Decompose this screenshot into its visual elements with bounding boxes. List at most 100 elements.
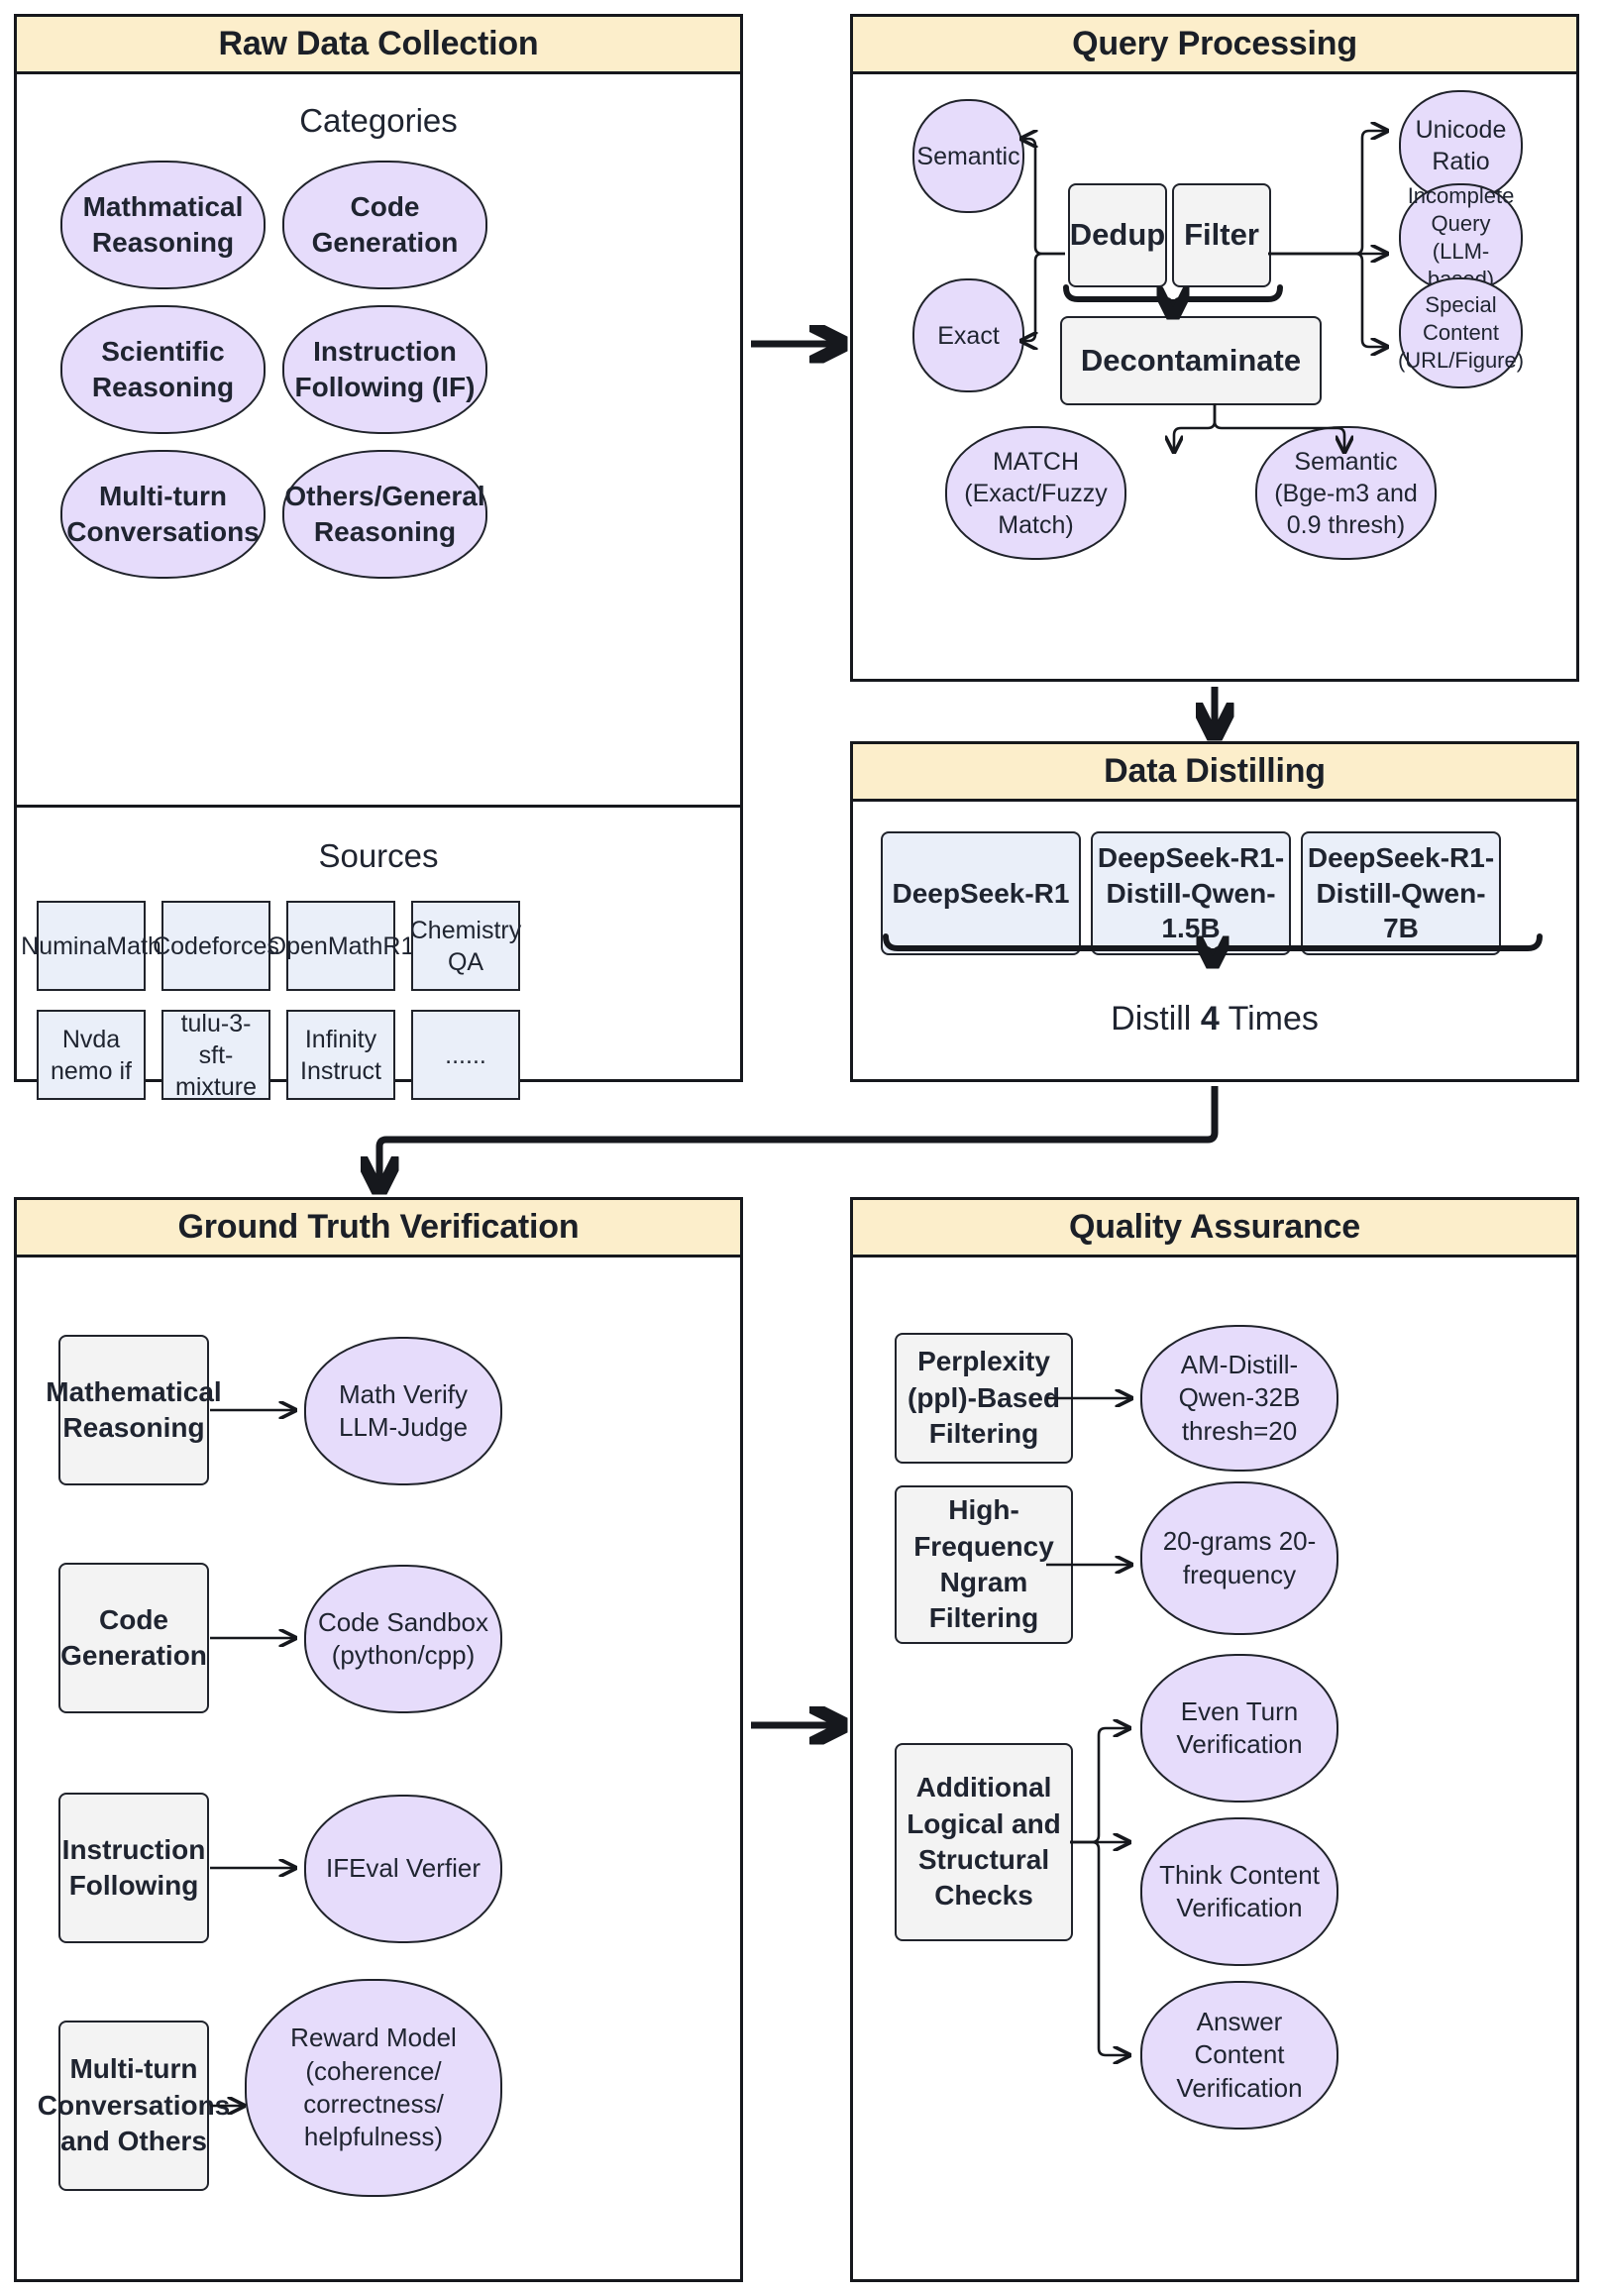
process-label: Decontaminate xyxy=(1080,342,1302,378)
sources-heading: Sources xyxy=(318,837,439,874)
node-label: Semantic (Bge-m3 and 0.9 thresh) xyxy=(1274,447,1418,539)
source-label: Codeforces xyxy=(153,931,279,960)
category-code-generation[interactable]: Code Generation xyxy=(282,161,487,289)
result-label: AM-Distill-Qwen-32B thresh=20 xyxy=(1178,1350,1301,1446)
task-label: Multi-turn Conversations and Others xyxy=(37,2053,231,2157)
filter-output-incomplete-query[interactable]: Incomplete Query (LLM-based) xyxy=(1399,183,1523,292)
dedup-output-semantic[interactable]: Semantic xyxy=(912,99,1024,213)
source-label: Nvda nemo if xyxy=(51,1025,132,1085)
category-mathematical-reasoning[interactable]: Mathmatical Reasoning xyxy=(60,161,266,289)
source-label: tulu-3-sft-mixture xyxy=(175,1009,257,1101)
filter-output-special-content[interactable]: Special Content (URL/Figure) xyxy=(1397,277,1525,388)
decontaminate-output-semantic[interactable]: Semantic (Bge-m3 and 0.9 thresh) xyxy=(1255,426,1437,560)
model-label: DeepSeek-R1-Distill-Qwen-1.5B xyxy=(1097,841,1285,944)
gtv-verifier-math-verify[interactable]: Math Verify LLM-Judge xyxy=(304,1337,502,1485)
gtv-verifier-reward-model[interactable]: Reward Model (coherence/ correctness/ he… xyxy=(245,1979,502,2197)
decontaminate-output-match[interactable]: MATCH (Exact/Fuzzy Match) xyxy=(945,426,1126,560)
category-label: Scientific Reasoning xyxy=(91,336,235,402)
gtv-verifier-ifeval[interactable]: IFEval Verfier xyxy=(304,1795,502,1943)
gtv-task-multi-turn-conversations[interactable]: Multi-turn Conversations and Others xyxy=(38,2021,230,2191)
process-filter[interactable]: Filter xyxy=(1172,183,1271,287)
panel-body-quality-assurance: Perplexity (ppl)-Based Filtering AM-Dist… xyxy=(853,1257,1576,2282)
task-label: Code Generation xyxy=(60,1603,207,1671)
node-label: Special Content (URL/Figure) xyxy=(1397,291,1525,374)
category-label: Others/General Reasoning xyxy=(284,481,485,547)
check-label: High-Frequency Ngram Filtering xyxy=(913,1494,1054,1634)
result-label: Answer Content Verification xyxy=(1176,2007,1303,2103)
panel-ground-truth-verification: Ground Truth Verification Mathematical R… xyxy=(14,1197,743,2282)
qa-result-20-grams-20-frequency[interactable]: 20-grams 20-frequency xyxy=(1140,1481,1338,1635)
gtv-verifier-code-sandbox[interactable]: Code Sandbox (python/cpp) xyxy=(304,1565,502,1713)
verifier-label: Math Verify LLM-Judge xyxy=(338,1378,469,1442)
qa-result-am-distill-qwen-32b[interactable]: AM-Distill-Qwen-32B thresh=20 xyxy=(1140,1325,1338,1472)
source-openmathr1[interactable]: OpenMathR1 xyxy=(267,901,414,991)
result-label: 20-grams 20-frequency xyxy=(1162,1526,1317,1589)
task-label: Instruction Following xyxy=(61,1833,206,1901)
source-label: ...... xyxy=(445,1040,486,1069)
process-decontaminate[interactable]: Decontaminate xyxy=(1060,316,1322,405)
distill-count: 4 xyxy=(1200,1000,1220,1038)
raw-panel-divider xyxy=(17,805,740,808)
source-label: Infinity Instruct xyxy=(300,1025,381,1085)
arrow-distilling-to-ground-truth xyxy=(379,1086,1219,1187)
source-nvda-nemo-if[interactable]: Nvda nemo if xyxy=(37,1010,146,1100)
qa-result-think-content-verification[interactable]: Think Content Verification xyxy=(1140,1817,1338,1966)
source-chemistry-qa[interactable]: Chemistry QA xyxy=(409,901,522,991)
panel-title-query-processing: Query Processing xyxy=(853,17,1576,74)
qa-check-additional-logical-structural[interactable]: Additional Logical and Structural Checks xyxy=(895,1743,1073,1941)
node-label: MATCH (Exact/Fuzzy Match) xyxy=(964,447,1108,539)
process-dedup[interactable]: Dedup xyxy=(1068,183,1167,287)
panel-body-data-distilling: DeepSeek-R1 DeepSeek-R1-Distill-Qwen-1.5… xyxy=(853,802,1576,1082)
distill-model-deepseek-r1-distill-qwen-1-5b[interactable]: DeepSeek-R1-Distill-Qwen-1.5B xyxy=(1091,831,1291,955)
qa-result-answer-content-verification[interactable]: Answer Content Verification xyxy=(1140,1981,1338,2130)
qa-check-ngram-filtering[interactable]: High-Frequency Ngram Filtering xyxy=(895,1485,1073,1644)
category-label: Mathmatical Reasoning xyxy=(82,191,244,258)
dedup-output-exact[interactable]: Exact xyxy=(912,278,1024,392)
qa-result-even-turn-verification[interactable]: Even Turn Verification xyxy=(1140,1654,1338,1803)
category-others-general-reasoning[interactable]: Others/General Reasoning xyxy=(282,450,487,579)
model-label: DeepSeek-R1-Distill-Qwen-7B xyxy=(1307,841,1495,944)
panel-body-query-processing: Dedup Filter Decontaminate Semantic Exac… xyxy=(853,74,1576,682)
category-multi-turn-conversations[interactable]: Multi-turn Conversations xyxy=(60,450,266,579)
source-label: Chemistry QA xyxy=(409,916,522,976)
panel-title-raw-data-collection: Raw Data Collection xyxy=(17,17,740,74)
distill-times-label: Distill 4 Times xyxy=(853,1000,1576,1039)
task-label: Mathematical Reasoning xyxy=(46,1375,222,1443)
category-label: Multi-turn Conversations xyxy=(66,481,260,547)
distill-model-deepseek-r1[interactable]: DeepSeek-R1 xyxy=(881,831,1081,955)
panel-title-data-distilling: Data Distilling xyxy=(853,744,1576,802)
check-label: Additional Logical and Structural Checks xyxy=(907,1772,1061,1912)
model-label: DeepSeek-R1 xyxy=(892,877,1070,909)
process-label: Filter xyxy=(1184,217,1259,253)
source-infinity-instruct[interactable]: Infinity Instruct xyxy=(286,1010,395,1100)
verifier-label: IFEval Verfier xyxy=(325,1853,481,1884)
source-codeforces[interactable]: Codeforces xyxy=(153,901,279,991)
node-label: Semantic xyxy=(916,142,1020,170)
result-label: Think Content Verification xyxy=(1159,1859,1320,1922)
category-instruction-following[interactable]: Instruction Following (IF) xyxy=(282,305,487,434)
gtv-task-mathematical-reasoning[interactable]: Mathematical Reasoning xyxy=(46,1335,222,1485)
source-tulu-3-sft-mixture[interactable]: tulu-3-sft-mixture xyxy=(161,1009,270,1101)
verifier-label: Code Sandbox (python/cpp) xyxy=(317,1606,489,1670)
node-label: Exact xyxy=(937,321,1000,350)
verifier-label: Reward Model (coherence/ correctness/ he… xyxy=(290,2023,457,2152)
node-label: Unicode Ratio xyxy=(1415,116,1507,175)
panel-body-ground-truth-verification: Mathematical Reasoning Math Verify LLM-J… xyxy=(17,1257,740,2282)
gtv-task-code-generation[interactable]: Code Generation xyxy=(58,1563,209,1713)
distill-prefix: Distill xyxy=(1111,1000,1201,1038)
source-numinamath[interactable]: NuminaMath xyxy=(21,901,161,991)
process-label: Dedup xyxy=(1069,217,1166,253)
panel-quality-assurance: Quality Assurance Perplexity (ppl)-Based… xyxy=(850,1197,1579,2282)
gtv-task-instruction-following[interactable]: Instruction Following xyxy=(58,1793,209,1943)
category-scientific-reasoning[interactable]: Scientific Reasoning xyxy=(60,305,266,434)
source-more[interactable]: ...... xyxy=(411,1010,520,1100)
distill-suffix: Times xyxy=(1219,1000,1319,1038)
category-label: Instruction Following (IF) xyxy=(294,336,476,402)
qa-check-perplexity-filtering[interactable]: Perplexity (ppl)-Based Filtering xyxy=(895,1333,1073,1464)
category-label: Code Generation xyxy=(311,191,459,258)
distill-model-deepseek-r1-distill-qwen-7b[interactable]: DeepSeek-R1-Distill-Qwen-7B xyxy=(1301,831,1501,955)
panel-title-quality-assurance: Quality Assurance xyxy=(853,1200,1576,1257)
result-label: Even Turn Verification xyxy=(1176,1695,1303,1759)
filter-output-unicode-ratio[interactable]: Unicode Ratio xyxy=(1399,90,1523,201)
panel-body-raw-data-collection: Categories Mathmatical Reasoning Code Ge… xyxy=(17,74,740,1101)
